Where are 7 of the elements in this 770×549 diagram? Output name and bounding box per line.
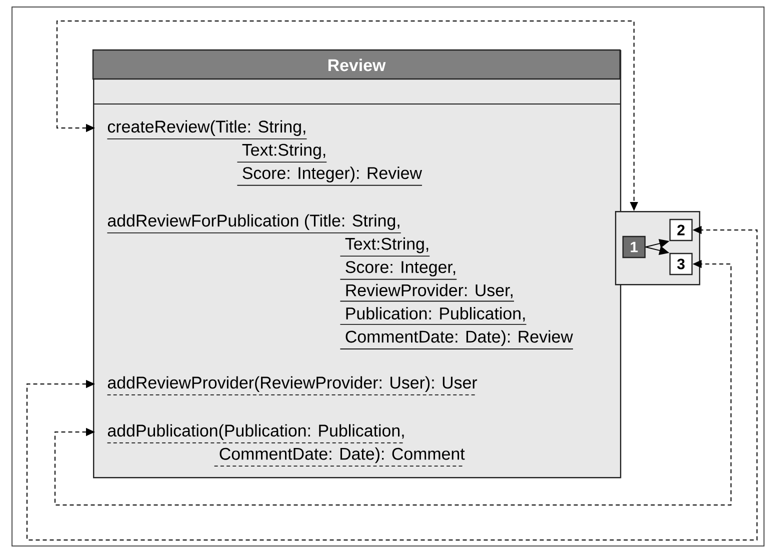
operation-text: createReview(Title: String, Text:String, Score: Integer): Review xyxy=(106,120,422,186)
numbered-box: 3 xyxy=(669,252,693,276)
operation-text: addReviewProvider(ReviewProvider: User): User xyxy=(106,376,478,396)
numbered-box: 1 xyxy=(622,236,646,258)
numbered-box: 2 xyxy=(669,218,693,242)
operation-text: addReviewForPublication (Title: String, Text:String, Score: Integer, ReviewProvider: User, Publication: Publication, CommentDate: Date): Review xyxy=(106,214,574,350)
operation-text: addPublication(Publication: Publication, CommentDate: Date): Comment xyxy=(106,424,465,466)
